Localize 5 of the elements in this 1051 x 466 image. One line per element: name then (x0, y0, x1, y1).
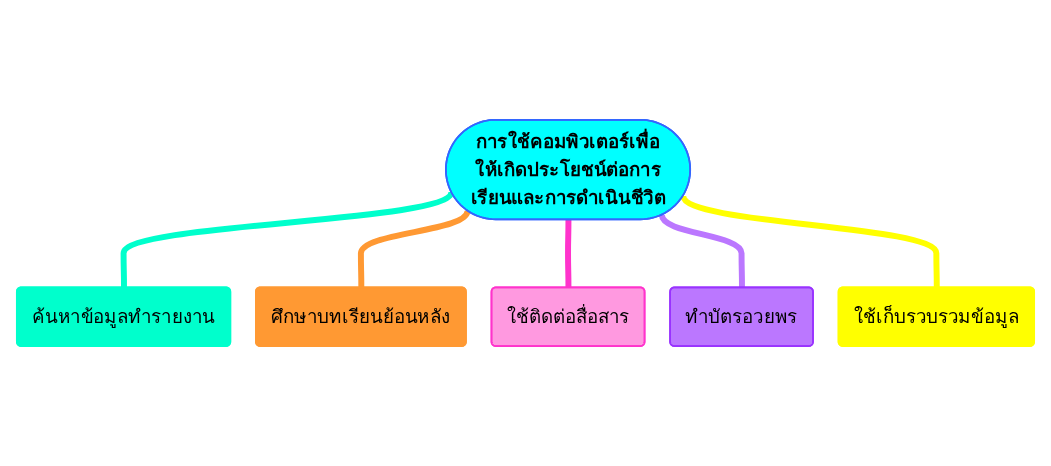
connector (357, 209, 471, 288)
connector (565, 219, 572, 288)
connector (120, 190, 454, 288)
connector (659, 214, 745, 288)
connector (680, 194, 940, 288)
